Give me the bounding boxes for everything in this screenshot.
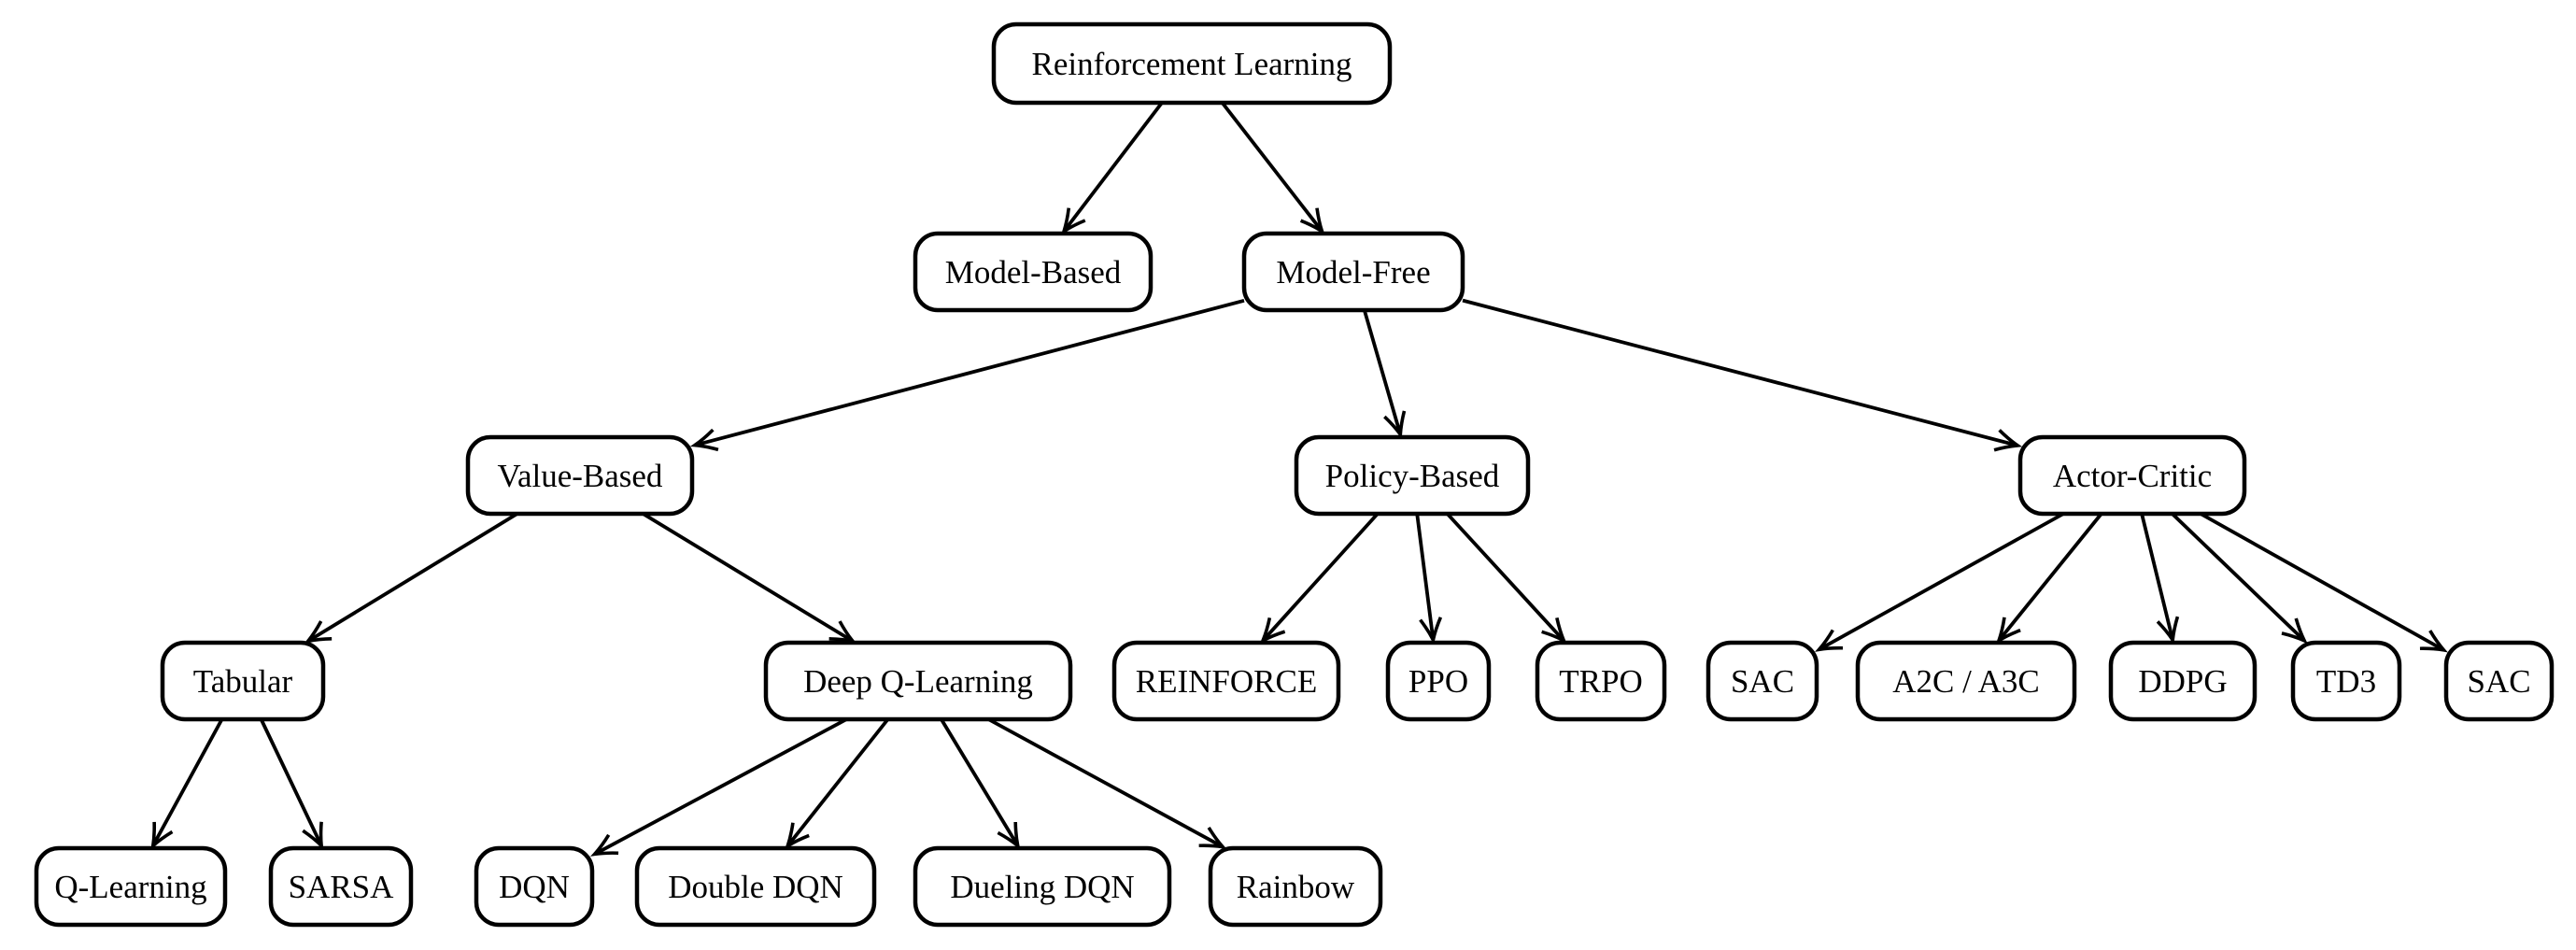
node-sac-right: SAC: [2443, 640, 2555, 722]
node-deep-q-learning: Deep Q-Learning: [763, 640, 1073, 722]
node-sac-left: SAC: [1706, 640, 1819, 722]
edge-model-free-to-policy-based: [1362, 309, 1407, 440]
node-box: [913, 231, 1154, 313]
node-box: [913, 845, 1172, 928]
node-dqn: DQN: [474, 845, 595, 928]
node-label: A2C / A3C: [1892, 663, 2040, 700]
edge-model-free-to-actor-critic: [1462, 298, 2023, 452]
edge-actor-critic-to-ddpg: [2140, 513, 2180, 645]
edge-reinforcement-learning-to-model-based: [1060, 101, 1164, 235]
node-label: Value-Based: [498, 458, 663, 494]
node-dueling-dqn: Dueling DQN: [913, 845, 1172, 928]
node-label: TRPO: [1559, 663, 1642, 700]
node-box: [1706, 640, 1819, 722]
edge-policy-based-to-ppo: [1415, 513, 1443, 645]
edge-model-free-to-value-based: [689, 298, 1245, 452]
node-label: DDPG: [2138, 663, 2227, 700]
node-ddpg: DDPG: [2108, 640, 2258, 722]
edge-actor-critic-to-a2c-a3c: [1995, 512, 2103, 645]
node-policy-based: Policy-Based: [1294, 434, 1531, 517]
edge-actor-critic-to-sac-left: [1814, 512, 2065, 652]
edge-value-based-to-tabular: [304, 512, 518, 645]
edge-policy-based-to-trpo: [1446, 512, 1567, 645]
node-box: [34, 845, 228, 928]
node-actor-critic: Actor-Critic: [2017, 434, 2247, 517]
edge-deep-q-learning-to-rainbow: [987, 717, 1227, 850]
edge-value-based-to-deep-q-learning: [642, 512, 857, 645]
node-box: [1385, 640, 1492, 722]
node-box: [1111, 640, 1341, 722]
node-box: [1294, 434, 1531, 517]
node-label: Deep Q-Learning: [803, 663, 1033, 700]
node-box: [991, 21, 1393, 106]
node-q-learning: Q-Learning: [34, 845, 228, 928]
node-sarsa: SARSA: [268, 845, 414, 928]
node-model-free: Model-Free: [1241, 231, 1465, 313]
edge-actor-critic-to-sac-right: [2200, 512, 2448, 653]
node-box: [160, 640, 326, 722]
node-label: Actor-Critic: [2053, 458, 2212, 494]
edge-deep-q-learning-to-dueling-dqn: [940, 718, 1021, 850]
node-box: [2108, 640, 2258, 722]
node-label: Model-Based: [945, 254, 1122, 291]
node-a2c-a3c: A2C / A3C: [1855, 640, 2077, 722]
edge-deep-q-learning-to-dqn: [589, 717, 848, 857]
node-double-dqn: Double DQN: [634, 845, 877, 928]
node-label: Double DQN: [668, 869, 843, 905]
node-label: Dueling DQN: [950, 869, 1134, 905]
node-model-based: Model-Based: [913, 231, 1154, 313]
node-label: SARSA: [289, 869, 395, 905]
node-tabular: Tabular: [160, 640, 326, 722]
node-label: PPO: [1408, 663, 1468, 700]
node-reinforce: REINFORCE: [1111, 640, 1341, 722]
node-rainbow: Rainbow: [1208, 845, 1383, 928]
node-label: Rainbow: [1237, 869, 1355, 905]
node-label: Q-Learning: [54, 869, 206, 905]
node-label: DQN: [499, 869, 570, 905]
node-box: [634, 845, 877, 928]
node-box: [2290, 640, 2402, 722]
edge-tabular-to-sarsa: [259, 718, 324, 851]
node-label: Reinforcement Learning: [1031, 46, 1352, 82]
edge-deep-q-learning-to-double-dqn: [785, 717, 890, 850]
node-box: [268, 845, 414, 928]
node-td3: TD3: [2290, 640, 2402, 722]
node-label: Policy-Based: [1325, 458, 1500, 494]
node-label: Tabular: [193, 663, 293, 700]
node-box: [465, 434, 695, 517]
node-box: [2017, 434, 2247, 517]
node-trpo: TRPO: [1535, 640, 1667, 722]
node-label: Model-Free: [1276, 254, 1430, 291]
node-box: [474, 845, 595, 928]
node-reinforcement-learning: Reinforcement Learning: [991, 21, 1393, 106]
node-box: [763, 640, 1073, 722]
node-box: [1855, 640, 2077, 722]
edge-reinforcement-learning-to-model-free: [1221, 101, 1325, 235]
node-label: SAC: [2467, 663, 2530, 700]
edge-actor-critic-to-td3: [2171, 512, 2308, 645]
node-label: SAC: [1731, 663, 1794, 700]
edge-policy-based-to-reinforce: [1259, 512, 1380, 645]
node-label: TD3: [2316, 663, 2376, 700]
node-box: [1535, 640, 1667, 722]
node-box: [1241, 231, 1465, 313]
node-box: [2443, 640, 2555, 722]
node-value-based: Value-Based: [465, 434, 695, 517]
edge-tabular-to-q-learning: [150, 718, 224, 851]
node-label: REINFORCE: [1136, 663, 1317, 700]
node-ppo: PPO: [1385, 640, 1492, 722]
edges-layer: [150, 101, 2448, 857]
node-box: [1208, 845, 1383, 928]
